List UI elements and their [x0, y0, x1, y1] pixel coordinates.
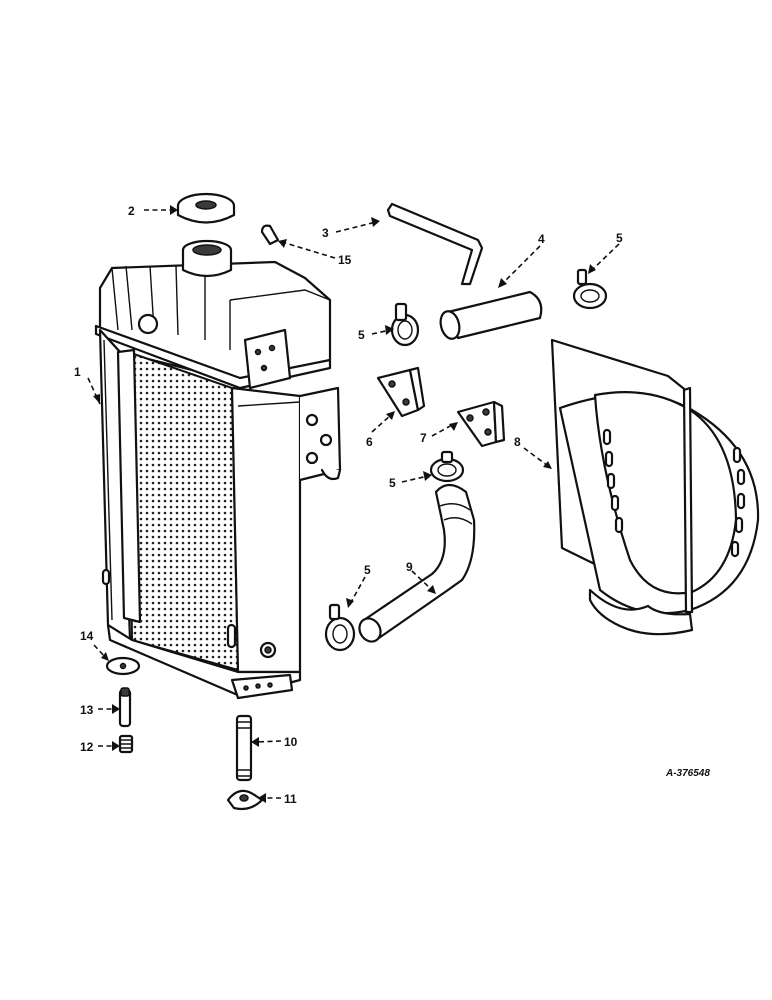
- callout-5-lower-upper: 5: [389, 476, 396, 490]
- callout-5-upper-left: 5: [358, 328, 365, 342]
- callout-2: 2: [128, 204, 135, 218]
- bracket-6: [376, 366, 426, 418]
- radiator-cap: [176, 192, 236, 224]
- callout-1: 1: [74, 365, 81, 379]
- overflow-tube: [260, 224, 280, 246]
- callout-5-upper-right: 5: [616, 231, 623, 245]
- callout-3: 3: [322, 226, 329, 240]
- hose-clamp-lower-upper: [429, 450, 465, 483]
- callout-8: 8: [514, 435, 521, 449]
- callout-7: 7: [420, 431, 427, 445]
- callout-5-lower-lower: 5: [364, 563, 371, 577]
- leader-arrowheads: [93, 205, 596, 803]
- upper-hose: [439, 290, 543, 340]
- pin: [118, 687, 132, 728]
- callout-12: 12: [80, 740, 94, 754]
- fan-shroud: [550, 338, 760, 636]
- hose-clamp-lower-lower: [324, 603, 356, 652]
- callout-10: 10: [284, 735, 298, 749]
- gasket: [105, 656, 141, 676]
- callout-4: 4: [538, 232, 545, 246]
- callout-15: 15: [338, 253, 352, 267]
- callout-13: 13: [80, 703, 94, 717]
- leader-lines: [87, 209, 620, 799]
- callout-11: 11: [284, 792, 297, 806]
- bracket-7: [456, 400, 506, 448]
- shroud-vent-slots: [602, 428, 746, 558]
- hose-clamp-upper-right: [572, 268, 608, 310]
- radiator-support-rod: [386, 202, 484, 286]
- lower-hose: [358, 483, 476, 643]
- callout-numbers: 1 2 3 4 5 5 5 5 6 7 8 9 10 11 12 13 14 1…: [74, 204, 623, 806]
- drain-cock-elbow: [226, 789, 264, 811]
- callout-6: 6: [366, 435, 373, 449]
- drawing-reference-number: A-376548: [665, 768, 710, 779]
- hose-clamp-upper-left: [390, 302, 420, 347]
- radiator-assembly: [94, 239, 342, 700]
- pipe-nipple: [235, 714, 253, 782]
- plug: [118, 734, 134, 754]
- callout-14: 14: [80, 629, 94, 643]
- callout-9: 9: [406, 560, 413, 574]
